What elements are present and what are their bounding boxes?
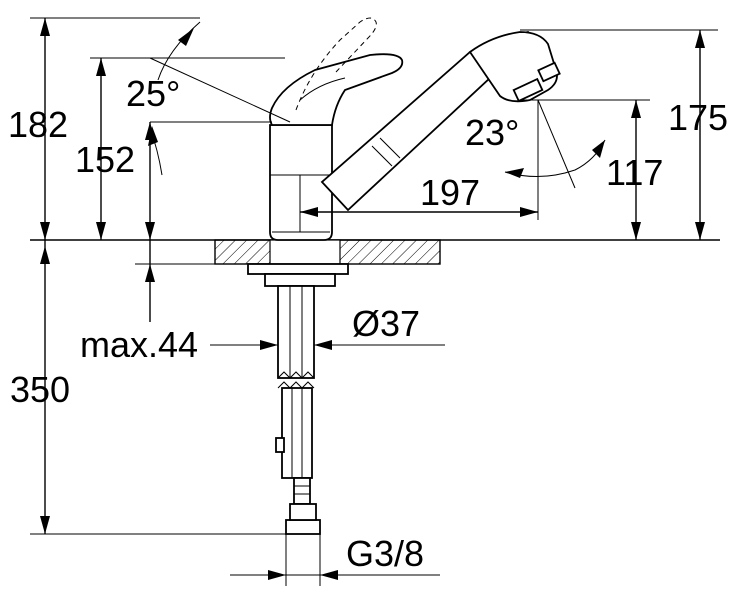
label-197: 197	[420, 172, 480, 213]
dimension-lever-height: 152	[75, 57, 285, 240]
mounting-nut	[247, 263, 349, 287]
dimension-spray-height: 117	[520, 99, 663, 240]
dimension-reach: 197	[299, 172, 538, 232]
label-g3-8: G3/8	[346, 533, 424, 574]
pull-out-spout	[320, 31, 561, 212]
label-25-degrees: 25°	[126, 73, 180, 114]
dimension-spray-angle: 23°	[465, 99, 606, 220]
hose-assembly	[275, 285, 321, 535]
dimension-max-deck: max.44	[80, 324, 278, 365]
label-350: 350	[10, 369, 70, 410]
label-182: 182	[8, 104, 68, 145]
dimension-deck-thickness-guide	[145, 121, 272, 322]
dimension-spout-height: 175	[520, 29, 728, 240]
dimension-hole-diameter: Ø37	[314, 303, 445, 350]
dimension-total-height: 182	[8, 17, 200, 240]
label-23-degrees: 23°	[465, 112, 519, 153]
label-152: 152	[75, 139, 135, 180]
label-diameter-37: Ø37	[352, 303, 420, 344]
dimension-hose-length: 350	[10, 240, 320, 535]
dimension-lever-angle: 25°	[126, 21, 291, 176]
lever-handle	[269, 17, 404, 126]
label-117: 117	[606, 152, 663, 193]
dimension-connection-thread: G3/8	[230, 533, 440, 586]
label-max-44: max.44	[80, 324, 198, 365]
label-175: 175	[668, 97, 728, 138]
mounting-hole	[269, 239, 341, 265]
